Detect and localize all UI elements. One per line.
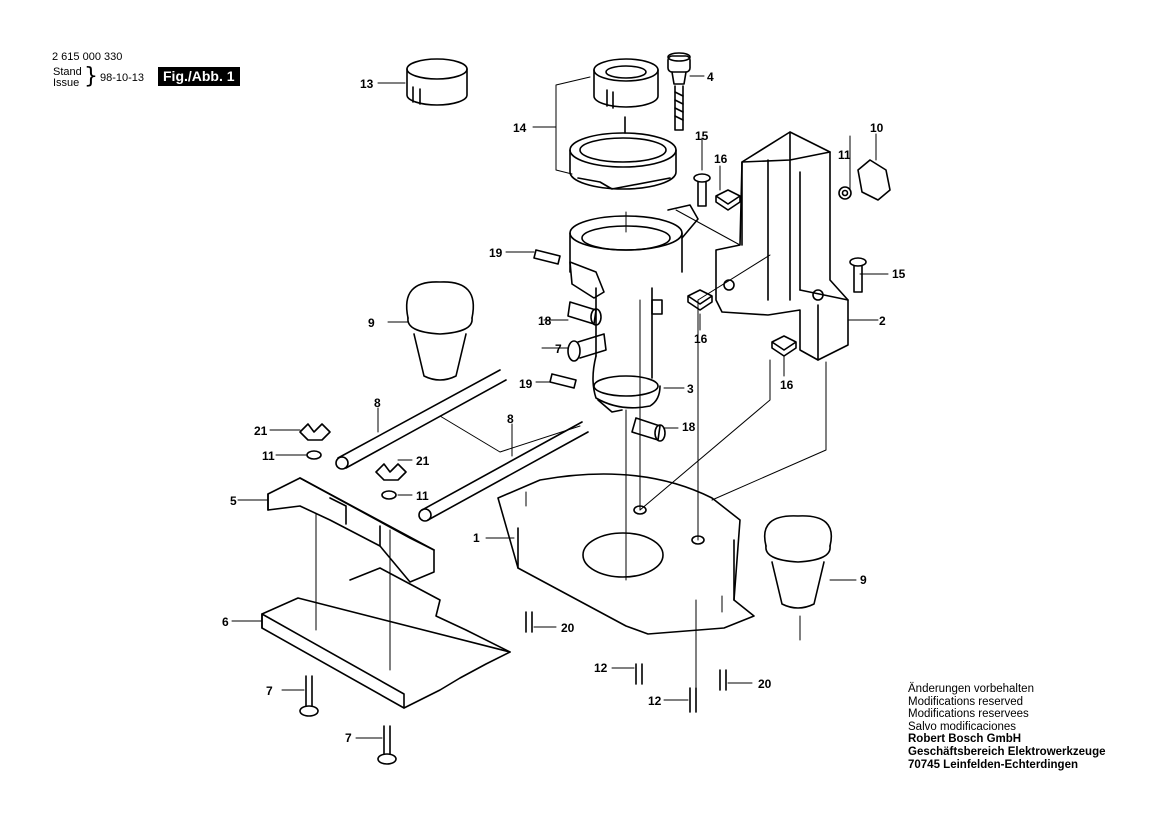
part-4-knurled-screw <box>667 52 691 131</box>
footer-address: 70745 Leinfelden-Echterdingen <box>908 758 1078 771</box>
leader-lines <box>231 75 889 739</box>
part-8-rods <box>335 369 589 522</box>
part-1-base <box>497 473 755 635</box>
stand-label: Stand <box>53 66 82 78</box>
part-15-screws <box>693 173 867 293</box>
callout-16-middle: 16 <box>694 332 708 346</box>
callout-7-left: 7 <box>266 684 273 698</box>
part-screws-bottom <box>299 611 727 765</box>
part-5-bracket <box>267 477 435 583</box>
brace-glyph: } <box>84 64 98 89</box>
callout-14: 14 <box>513 121 527 135</box>
part-18-bolts <box>567 301 666 442</box>
callout-21-right: 21 <box>416 454 430 468</box>
callout-7-column: 7 <box>555 342 562 356</box>
footer-changes-fr: Modifications reservees <box>908 708 1029 721</box>
part-number: 2 615 000 330 <box>52 51 123 63</box>
callout-18-top: 18 <box>538 314 552 328</box>
callout-9-right: 9 <box>860 573 867 587</box>
callout-5: 5 <box>230 494 237 508</box>
callout-16-top: 16 <box>714 152 728 166</box>
part-19-screws <box>533 249 577 389</box>
callout-21-left: 21 <box>254 424 268 438</box>
callout-9-left: 9 <box>368 316 375 330</box>
callout-15-top: 15 <box>695 129 709 143</box>
part-6-base-plate <box>261 567 511 709</box>
callout-3: 3 <box>687 382 694 396</box>
footer-division: Geschäftsbereich Elektrowerkzeuge <box>908 745 1106 758</box>
part-10-wing-knob <box>838 159 891 201</box>
callout-2: 2 <box>879 314 886 328</box>
callout-16-lower: 16 <box>780 378 794 392</box>
part-16-square-nuts <box>687 189 797 357</box>
callout-8-right: 8 <box>507 412 514 426</box>
part-9-knobs <box>406 281 833 609</box>
callout-1: 1 <box>473 531 480 545</box>
callout-19-top: 19 <box>489 246 503 260</box>
callout-20-left: 20 <box>561 621 575 635</box>
part-13-ring <box>406 58 468 106</box>
callout-4: 4 <box>707 70 714 84</box>
callout-19-bottom: 19 <box>519 377 533 391</box>
footer-changes-es: Salvo modificaciones <box>908 720 1017 733</box>
footer-company: Robert Bosch GmbH <box>908 733 1022 746</box>
callout-18-bottom: 18 <box>682 420 696 434</box>
callout-12-bottom: 12 <box>648 694 662 708</box>
footer-block: Änderungen vorbehalten Modifications res… <box>908 683 1106 771</box>
figure-label: Fig./Abb. 1 <box>158 67 240 86</box>
footer-changes-de: Änderungen vorbehalten <box>908 683 1034 695</box>
callout-8-left: 8 <box>374 396 381 410</box>
issue-date: 98-10-13 <box>100 72 145 84</box>
callout-12-top: 12 <box>594 661 608 675</box>
part-21-wing-nuts <box>299 423 407 500</box>
callout-15-right: 15 <box>892 267 906 281</box>
callout-10: 10 <box>870 121 884 135</box>
part-7-bolt-column <box>567 333 607 362</box>
callout-20-right: 20 <box>758 677 772 691</box>
part-2-vertical-mount <box>715 131 849 361</box>
callout-13: 13 <box>360 77 374 91</box>
callout-7-bottom: 7 <box>345 731 352 745</box>
part-14-ring-collar <box>569 58 677 190</box>
issue-label: Issue <box>53 77 80 89</box>
callout-11-right: 11 <box>838 148 851 162</box>
callout-11-middle: 11 <box>416 489 429 503</box>
callout-11-left: 11 <box>262 449 275 463</box>
footer-changes-en: Modifications reserved <box>908 695 1024 708</box>
callout-6: 6 <box>222 615 229 629</box>
